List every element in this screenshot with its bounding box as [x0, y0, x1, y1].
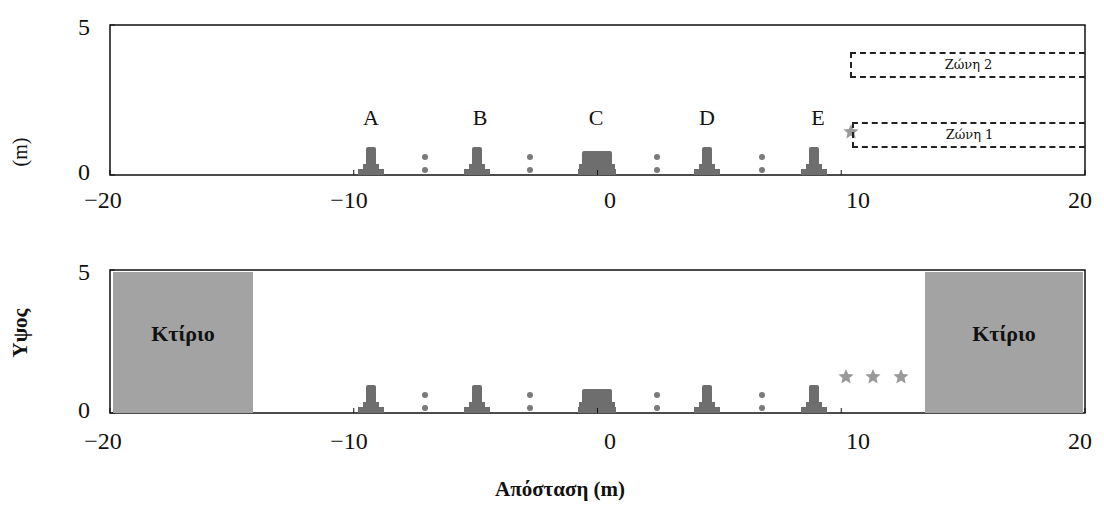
plant-symbol	[464, 147, 490, 175]
top-panel-frame	[110, 25, 1085, 175]
plant-symbol	[801, 385, 827, 413]
dot-marker	[654, 167, 660, 173]
x-tick	[353, 408, 354, 413]
dot-marker	[422, 392, 428, 398]
dot-marker	[527, 405, 533, 411]
star-marker	[865, 369, 880, 383]
x-tick	[110, 408, 111, 413]
plant-letter: C	[589, 107, 604, 129]
star-marker	[893, 369, 908, 383]
bottom-panel-frame	[110, 270, 1085, 413]
tick-label: −20	[84, 429, 122, 453]
tick-label: 10	[846, 188, 870, 212]
x-tick	[597, 408, 598, 413]
tick-label: 5	[78, 15, 90, 39]
building-block: Κτίριο	[925, 272, 1083, 413]
y-tick	[110, 270, 115, 271]
y-tick	[110, 175, 115, 176]
tick-label: 0	[604, 188, 616, 212]
dot-marker	[654, 154, 660, 160]
plant-symbol	[801, 147, 827, 175]
dot-marker	[422, 405, 428, 411]
dot-marker	[759, 167, 765, 173]
x-tick	[597, 170, 598, 175]
star-marker	[843, 124, 858, 138]
star-marker	[838, 369, 853, 383]
tick-label: −20	[84, 188, 122, 212]
zone-box: Ζώνη 2	[850, 52, 1085, 78]
y-tick	[110, 25, 115, 26]
tick-label: −10	[330, 188, 368, 212]
plant-symbol	[694, 385, 720, 413]
tick-label: 20	[1068, 188, 1092, 212]
plant-symbol	[578, 389, 616, 413]
tick-label: 0	[78, 160, 90, 184]
node-label: Κτίριο	[151, 322, 215, 346]
dot-marker	[422, 167, 428, 173]
tick-label: −10	[330, 429, 368, 453]
node-label: Ζώνη 2	[943, 58, 995, 72]
dot-marker	[654, 392, 660, 398]
plant-letter: E	[811, 107, 824, 129]
dot-marker	[422, 154, 428, 160]
node-label: Ζώνη 1	[944, 128, 996, 142]
plant-letter: A	[363, 107, 379, 129]
dot-marker	[759, 405, 765, 411]
x-tick	[110, 170, 111, 175]
tick-label: 10	[846, 429, 870, 453]
tick-label: 20	[1068, 429, 1092, 453]
plant-symbol	[358, 147, 384, 175]
y-axis-title: Υψος	[10, 309, 31, 358]
x-tick	[353, 170, 354, 175]
x-tick	[1085, 170, 1086, 175]
node-label: Κτίριο	[972, 322, 1036, 346]
dot-marker	[759, 154, 765, 160]
plant-symbol	[694, 147, 720, 175]
plant-symbol	[578, 151, 616, 175]
x-tick	[841, 170, 842, 175]
x-tick	[841, 408, 842, 413]
y-axis-title: (m)	[10, 138, 30, 167]
dot-marker	[527, 167, 533, 173]
dot-marker	[759, 392, 765, 398]
plant-symbol	[358, 385, 384, 413]
dot-marker	[527, 154, 533, 160]
plant-letter: D	[699, 107, 715, 129]
tick-label: 5	[78, 260, 90, 284]
dot-marker	[654, 405, 660, 411]
x-axis-title: Απόσταση (m)	[495, 479, 625, 500]
tick-label: 0	[604, 429, 616, 453]
zone-box: Ζώνη 1	[852, 122, 1085, 148]
building-block: Κτίριο	[113, 272, 253, 413]
x-tick	[1085, 408, 1086, 413]
plant-letter: B	[473, 107, 488, 129]
dot-marker	[527, 392, 533, 398]
tick-label: 0	[78, 398, 90, 422]
plant-symbol	[464, 385, 490, 413]
